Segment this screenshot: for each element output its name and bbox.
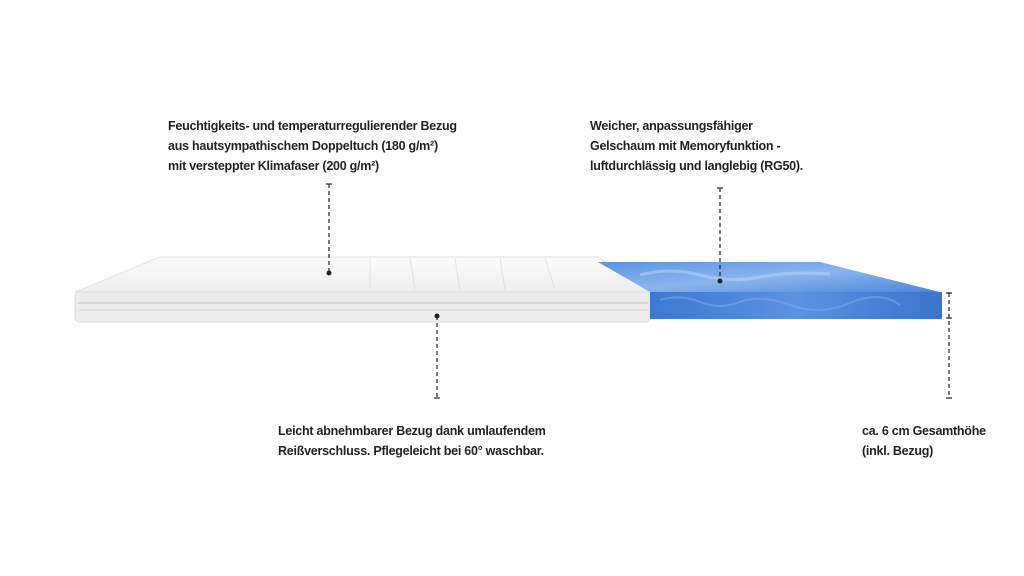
zipper-callout: Leicht abnehmbarer Bezug dank umlaufende…: [278, 421, 546, 461]
cover-section: [74, 256, 652, 323]
zipper-leader-line: [434, 313, 440, 399]
callout-line: Reißverschluss. Pflegeleicht bei 60° was…: [278, 444, 544, 458]
foam-section: [598, 262, 942, 319]
cover-callout: Feuchtigkeits- und temperaturregulierend…: [168, 116, 457, 176]
cover-leader-line: [326, 183, 332, 276]
callout-line: Feuchtigkeits- und temperaturregulierend…: [168, 119, 457, 133]
callout-line: Gelschaum mit Memoryfunktion -: [590, 139, 781, 153]
callout-line: Weicher, anpassungsfähiger: [590, 119, 753, 133]
foam-callout: Weicher, anpassungsfähiger Gelschaum mit…: [590, 116, 803, 176]
callout-line: aus hautsympathischem Doppeltuch (180 g/…: [168, 139, 438, 153]
callout-line: Leicht abnehmbarer Bezug dank umlaufende…: [278, 424, 546, 438]
callout-line: luftdurchlässig und langlebig (RG50).: [590, 159, 803, 173]
callout-line: ca. 6 cm Gesamthöhe: [862, 424, 986, 438]
height-callout: ca. 6 cm Gesamthöhe (inkl. Bezug): [862, 421, 986, 461]
callout-line: (inkl. Bezug): [862, 444, 934, 458]
foam-leader-line: [717, 187, 723, 284]
height-dimension-line: [946, 292, 952, 399]
callout-line: mit versteppter Klimafaser (200 g/m²): [168, 159, 379, 173]
